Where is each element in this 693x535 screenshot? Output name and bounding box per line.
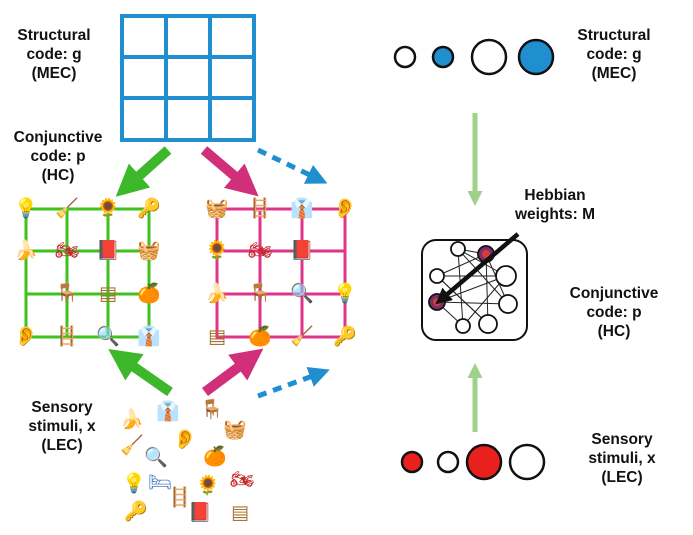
pink-grid-stimuli: 🧺 🪜 👔 👂 🌻 🏍 🍌 📕 🪑 🔍 💡 ▤ 🍊 🧹 🔑 <box>205 197 357 348</box>
sensory-code-circles <box>400 443 546 481</box>
chair-icon: 🪑 <box>55 282 79 305</box>
table-icon: ▤ <box>231 503 249 524</box>
key-icon: 🔑 <box>124 500 148 523</box>
flower-icon: 🌻 <box>205 239 229 262</box>
magnifier-icon: 🔍 <box>290 281 314 305</box>
basket-icon: 🧺 <box>137 241 161 262</box>
basket-icon: 🧺 <box>205 199 229 220</box>
hebbian-weights-label: Hebbian weights: M <box>514 187 596 223</box>
key-icon: 🔑 <box>137 197 161 220</box>
table-icon: ▤ <box>208 327 226 348</box>
flower-icon: 🌻 <box>96 197 120 220</box>
table-icon: ▤ <box>99 284 117 305</box>
flower-icon: 🌻 <box>196 474 220 497</box>
arrow-mec-to-green-grid <box>115 146 172 197</box>
green-conjunctive-grid <box>24 207 151 339</box>
right-structural-label: Structural code: g (MEC) <box>577 27 651 82</box>
structural-code-circles <box>393 38 555 76</box>
book-icon: 📕 <box>290 240 314 262</box>
magnifier-icon: 🔍 <box>96 324 120 348</box>
motorbike-icon: 🏍 <box>55 241 80 262</box>
left-sensory-label: Sensory stimuli, x (LEC) <box>28 399 96 454</box>
lightbulb-icon: 💡 <box>122 472 146 495</box>
ear-icon: 👂 <box>173 428 197 451</box>
basket-icon: 🧺 <box>223 420 247 441</box>
book-icon: 📕 <box>96 240 120 262</box>
ear-icon: 👂 <box>14 325 38 348</box>
shirt-icon: 👔 <box>156 400 180 423</box>
key-icon: 🔑 <box>333 325 357 348</box>
arrow-lec-to-pink-grid <box>202 348 264 397</box>
lightbulb-icon: 💡 <box>14 197 38 220</box>
ear-icon: 👂 <box>333 197 357 220</box>
banana-icon: 🍌 <box>14 239 38 262</box>
pink-conjunctive-grid <box>215 207 347 339</box>
broom-icon: 🧹 <box>290 325 314 348</box>
chair-icon: 🪑 <box>248 282 272 305</box>
conjunctive-network <box>421 232 528 341</box>
left-conjunctive-label: Conjunctive code: p (HC) <box>13 129 103 184</box>
banana-icon: 🍌 <box>205 282 229 305</box>
ladder-icon: 🪜 <box>168 486 192 509</box>
magnifier-icon: 🔍 <box>144 445 168 469</box>
orange-icon: 🍊 <box>203 445 228 468</box>
shirt-icon: 👔 <box>137 325 161 348</box>
orange-icon: 🍊 <box>137 282 162 305</box>
motorbike-icon: 🏍 <box>230 470 255 491</box>
motorbike-icon: 🏍 <box>248 241 273 262</box>
ladder-icon: 🪜 <box>55 325 79 348</box>
banana-icon: 🍌 <box>120 408 144 431</box>
arrow-mec-to-pink-grid <box>200 146 259 197</box>
chair-icon: 🪑 <box>200 398 224 421</box>
lightbulb-icon: 💡 <box>333 282 357 305</box>
right-conjunctive-label: Conjunctive code: p (HC) <box>569 285 659 340</box>
structural-grid <box>120 14 256 142</box>
broom-icon: 🧹 <box>120 434 144 457</box>
book-icon: 📕 <box>188 502 212 524</box>
shirt-icon: 👔 <box>290 197 314 220</box>
bed-icon: 🛏 <box>148 473 172 494</box>
sensory-stimuli-pile: 🍌 👔 🪑 🧹 👂 🧺 🔍 🍊 💡🛏🪜🌻 🏍 🔑 📕 ▤ <box>120 398 255 524</box>
green-grid-stimuli: 💡 🧹 🌻 🔑 🍌 🏍 📕 🧺 🪑 ▤ 🍊 👂 🪜 🔍 👔 <box>14 197 162 348</box>
arrow-lec-to-green-grid <box>108 349 173 397</box>
ladder-icon: 🪜 <box>248 197 272 220</box>
broom-icon: 🧹 <box>55 197 79 220</box>
orange-icon: 🍊 <box>248 325 273 348</box>
arrow-lec-dotted <box>257 367 330 399</box>
arrow-mec-dotted <box>256 147 328 184</box>
left-structural-label: Structural code: g (MEC) <box>17 27 91 82</box>
right-sensory-label: Sensory stimuli, x (LEC) <box>588 431 656 486</box>
